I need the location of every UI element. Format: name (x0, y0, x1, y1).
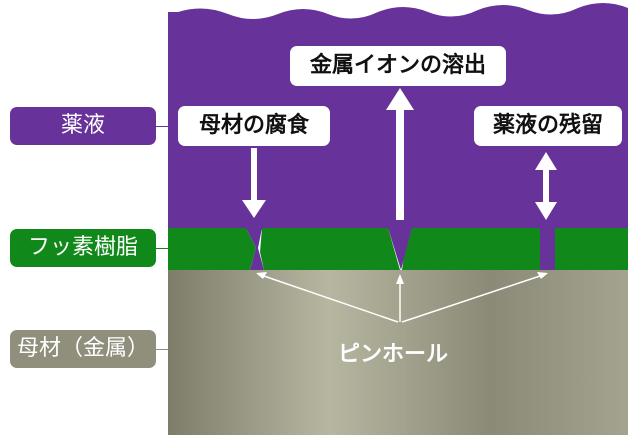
elution-pinhole (388, 228, 412, 270)
elution-arrow-head (386, 88, 414, 110)
residue-arrow-head-down (535, 202, 557, 220)
residue-arrow-head-up (535, 152, 557, 170)
base-metal-label: 母材（金属） (10, 330, 156, 368)
pinhole-label: ピンホール (338, 342, 449, 367)
pinhole-pointer-1-head (256, 272, 267, 279)
pinhole-pointer-1 (257, 273, 399, 323)
corrosion-callout: 母材の腐食 (178, 106, 330, 146)
coating-label: フッ素樹脂 (10, 229, 156, 267)
coating-layer (168, 228, 628, 270)
pinhole-pointer-3 (401, 273, 547, 323)
base-metal-connector-line (156, 349, 168, 350)
corrosion-arrow-head (242, 200, 266, 218)
coating-connector-line (156, 248, 168, 249)
pinhole-pointer-3-head (537, 272, 548, 279)
pinhole-pointer-2-head (396, 274, 404, 284)
base-metal-layer (168, 270, 628, 435)
chemical-connector-line (156, 126, 168, 127)
elution-callout: 金属イオンの溶出 (290, 46, 506, 86)
residue-pinhole (540, 228, 555, 270)
corrosion-crack (246, 228, 264, 270)
residue-callout: 薬液の残留 (474, 106, 622, 146)
chemical-label: 薬液 (10, 107, 156, 145)
